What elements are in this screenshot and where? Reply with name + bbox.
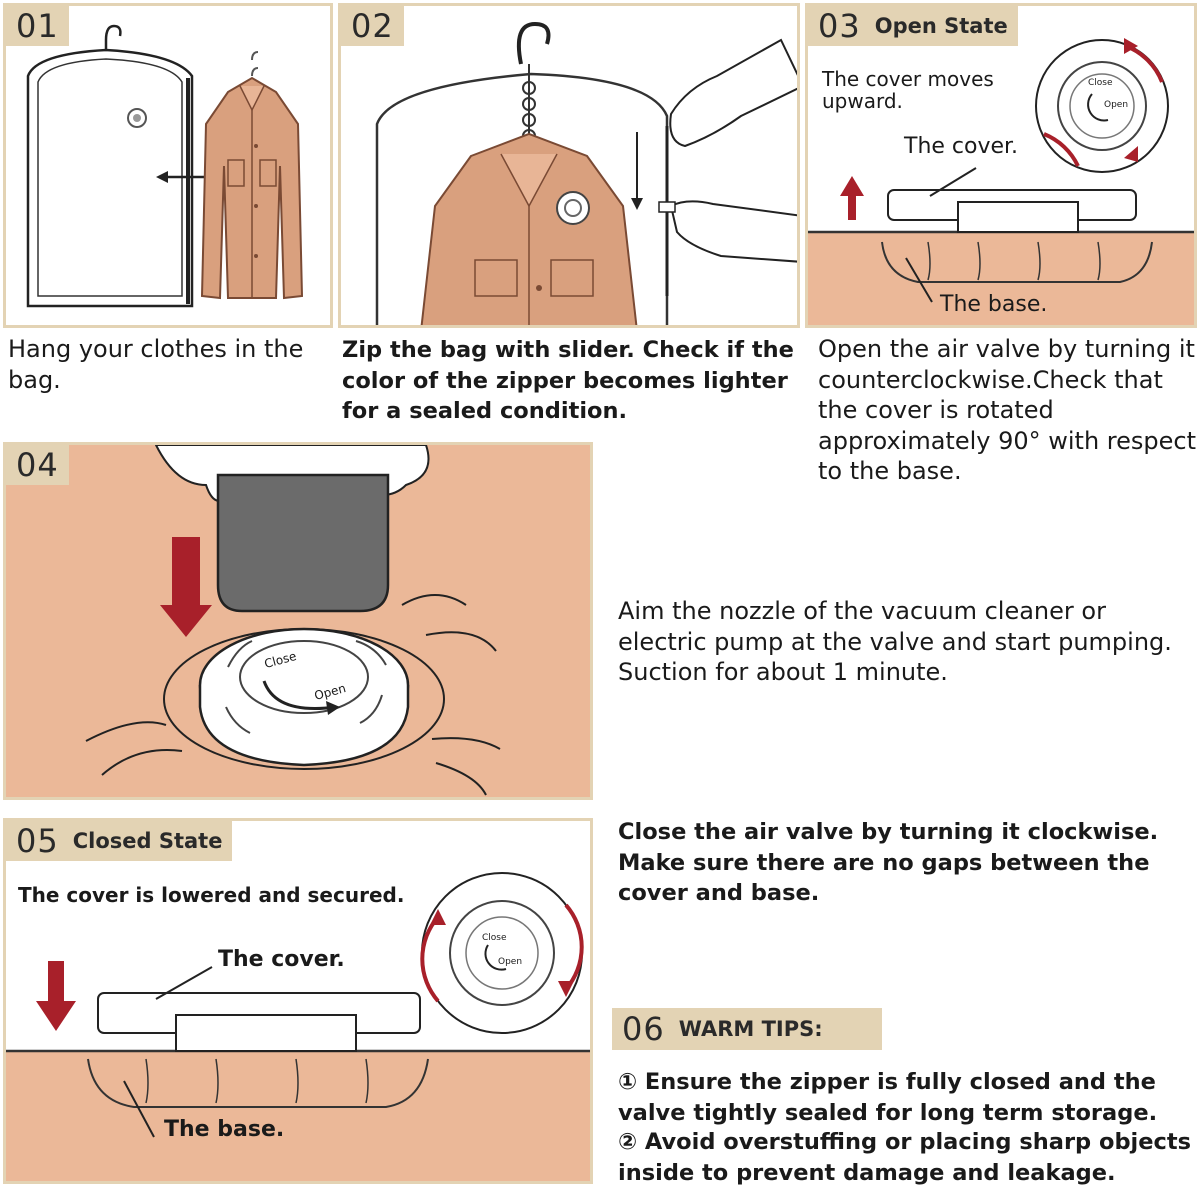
step-title: WARM TIPS: xyxy=(678,1017,823,1041)
step-number: 01 xyxy=(16,7,59,45)
step-number: 06 xyxy=(622,1010,665,1048)
step-number: 04 xyxy=(16,446,59,484)
valve-open-label: Open xyxy=(1104,100,1129,110)
step-06-tip-2: ② Avoid overstuffing or placing sharp ob… xyxy=(618,1129,1192,1186)
step-06-badge: 06 WARM TIPS: xyxy=(612,1008,882,1050)
open-state-illustration xyxy=(808,38,1194,325)
base-label: The base. xyxy=(164,1117,285,1142)
step-02-panel: 02 xyxy=(338,3,800,328)
step-02-badge: 02 xyxy=(341,6,404,46)
valve-close-label: Close xyxy=(482,933,507,943)
step-03-panel: 03 Open State The cover moves upward. Th… xyxy=(805,3,1197,328)
step-number: 05 xyxy=(16,822,59,860)
step-04-panel: 04 Close Open xyxy=(3,442,593,800)
cover-label: The cover. xyxy=(904,134,1019,159)
step-01-badge: 01 xyxy=(6,6,69,46)
cover-moves-label: The cover moves upward. xyxy=(822,67,994,113)
step-04-caption: Aim the nozzle of the vacuum cleaner or … xyxy=(618,597,1172,686)
cover-label: The cover. xyxy=(218,947,345,972)
zipping-bag-illustration xyxy=(375,21,797,325)
step-01-caption: Hang your clothes in the bag. xyxy=(8,335,304,394)
closed-state-illustration xyxy=(6,872,590,1181)
garment-bag-illustration xyxy=(26,24,304,308)
step-number: 02 xyxy=(351,7,394,45)
step-03-badge: 03 Open State xyxy=(808,6,1018,46)
step-04-badge: 04 xyxy=(6,445,69,485)
vacuum-nozzle-illustration xyxy=(85,445,501,796)
valve-close-label: Close xyxy=(1088,78,1113,88)
step-03-caption: Open the air valve by turning it counter… xyxy=(818,335,1197,485)
step-05-panel: 05 Closed State The cover is lowered and… xyxy=(3,818,593,1184)
step-02-caption: Zip the bag with slider. Check if the co… xyxy=(342,337,794,424)
valve-open-label: Open xyxy=(498,957,523,967)
step-05-badge: 05 Closed State xyxy=(6,821,233,861)
step-number: 03 xyxy=(818,7,861,45)
step-05-caption: Close the air valve by turning it clockw… xyxy=(618,819,1159,906)
step-title: Open State xyxy=(874,14,1008,38)
base-label: The base. xyxy=(940,292,1048,317)
step-title: Closed State xyxy=(72,829,223,853)
step-01-panel: 01 xyxy=(3,3,333,328)
step-06-tip-1: ① Ensure the zipper is fully closed and … xyxy=(618,1069,1158,1126)
cover-lowered-label: The cover is lowered and secured. xyxy=(18,883,405,907)
